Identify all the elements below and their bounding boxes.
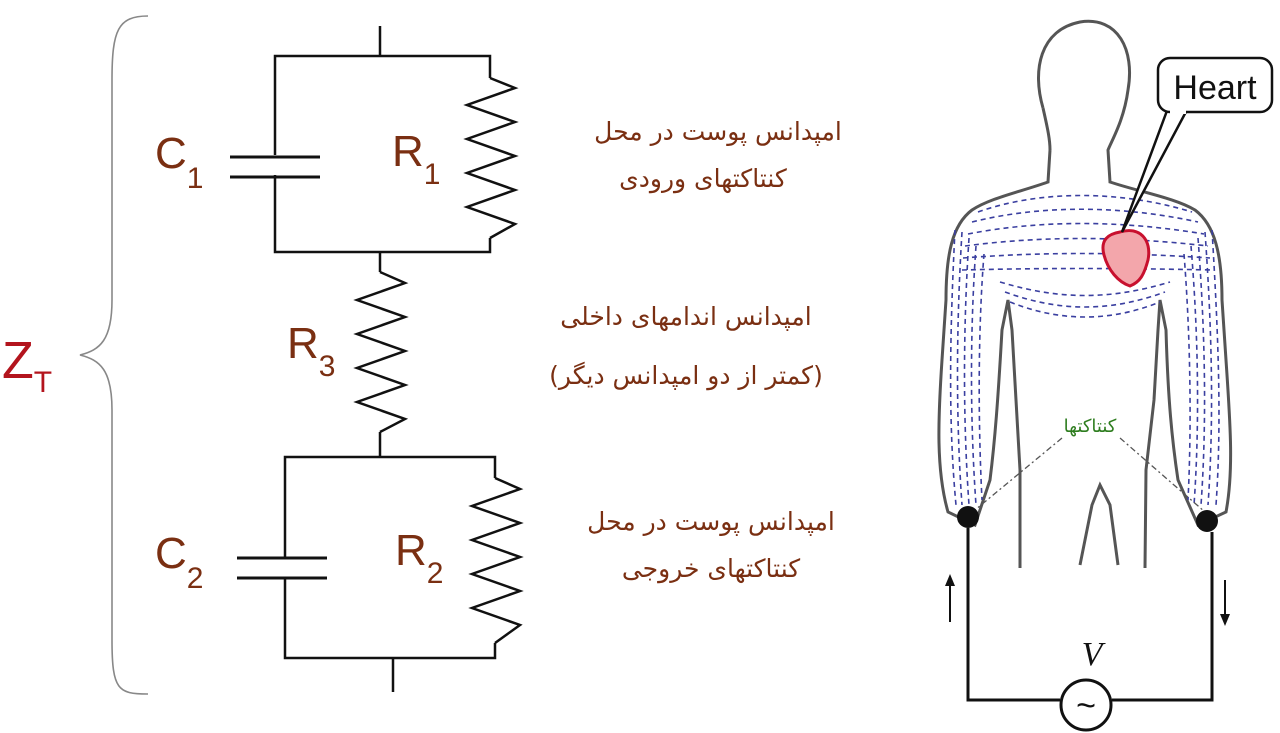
heart-callout-pointer (1120, 107, 1190, 233)
contacts-leader-left (974, 437, 1063, 511)
resistor-r3-zigzag (353, 270, 409, 434)
resistor-r2-label: R2 (395, 526, 443, 590)
current-distribution-lines (949, 194, 1220, 506)
upper-block-bottom (273, 175, 492, 254)
voltage-label: V (1082, 636, 1107, 673)
input-skin-rc-block: C1 R1 (155, 54, 519, 254)
contacts-label: کنتاکتها (1064, 416, 1117, 437)
resistor-r1-label: R1 (392, 127, 440, 191)
output-skin-rc-block: C2 R2 (155, 455, 524, 660)
equivalent-circuit: ZT C1 R1 R3 (2, 15, 524, 695)
upper-block-frame (273, 54, 492, 155)
impedance-notes: امپدانس پوست در محل کنتاکتهای ورودی امپد… (549, 117, 842, 584)
capacitor-c1-label: C1 (155, 129, 203, 195)
left-hand-electrode (957, 506, 979, 528)
right-hand-electrode (1196, 510, 1218, 532)
internal-organs-note-line2: (کمتر از دو امپدانس دیگر) (549, 361, 823, 391)
lower-block-bottom (283, 578, 497, 660)
input-skin-note-line1: امپدانس پوست در محل (594, 117, 842, 146)
contacts-leader-right (1119, 437, 1206, 513)
output-skin-note-line1: امپدانس پوست در محل (587, 507, 835, 536)
capacitor-c2-label: C2 (155, 529, 203, 595)
current-arrow-up (945, 574, 955, 622)
input-skin-note-line2: کنتاکتهای ورودی (619, 164, 787, 194)
internal-organs-note-line1: امپدانس اندامهای داخلی (560, 302, 811, 332)
body-crotch-outline (1078, 481, 1120, 566)
heart-label: Heart (1173, 69, 1257, 107)
body-head-outline (1037, 19, 1233, 569)
total-impedance-label: ZT (2, 332, 52, 399)
body-left-outline (937, 149, 1052, 568)
measurement-wire-left (966, 528, 1060, 702)
ac-voltage-source (1059, 678, 1113, 732)
internal-organs-resistor: R3 (287, 252, 409, 457)
heart-shape (1101, 229, 1151, 288)
measurement-wire-right (1112, 532, 1214, 702)
ac-source-symbol: ~ (1076, 687, 1096, 725)
output-skin-note-line2: کنتاکتهای خروجی (622, 554, 800, 584)
body-neck-left (1041, 107, 1052, 151)
resistor-r3-label: R3 (287, 319, 335, 383)
resistor-r1-zigzag (463, 76, 519, 240)
heart-callout-box (1156, 56, 1274, 114)
resistor-r2-zigzag (468, 476, 524, 645)
curly-brace (79, 15, 149, 695)
current-arrow-down (1220, 580, 1230, 626)
lower-block-frame (283, 455, 497, 558)
human-body-illustration: Heart کنتاکتها ~ V (937, 19, 1274, 732)
